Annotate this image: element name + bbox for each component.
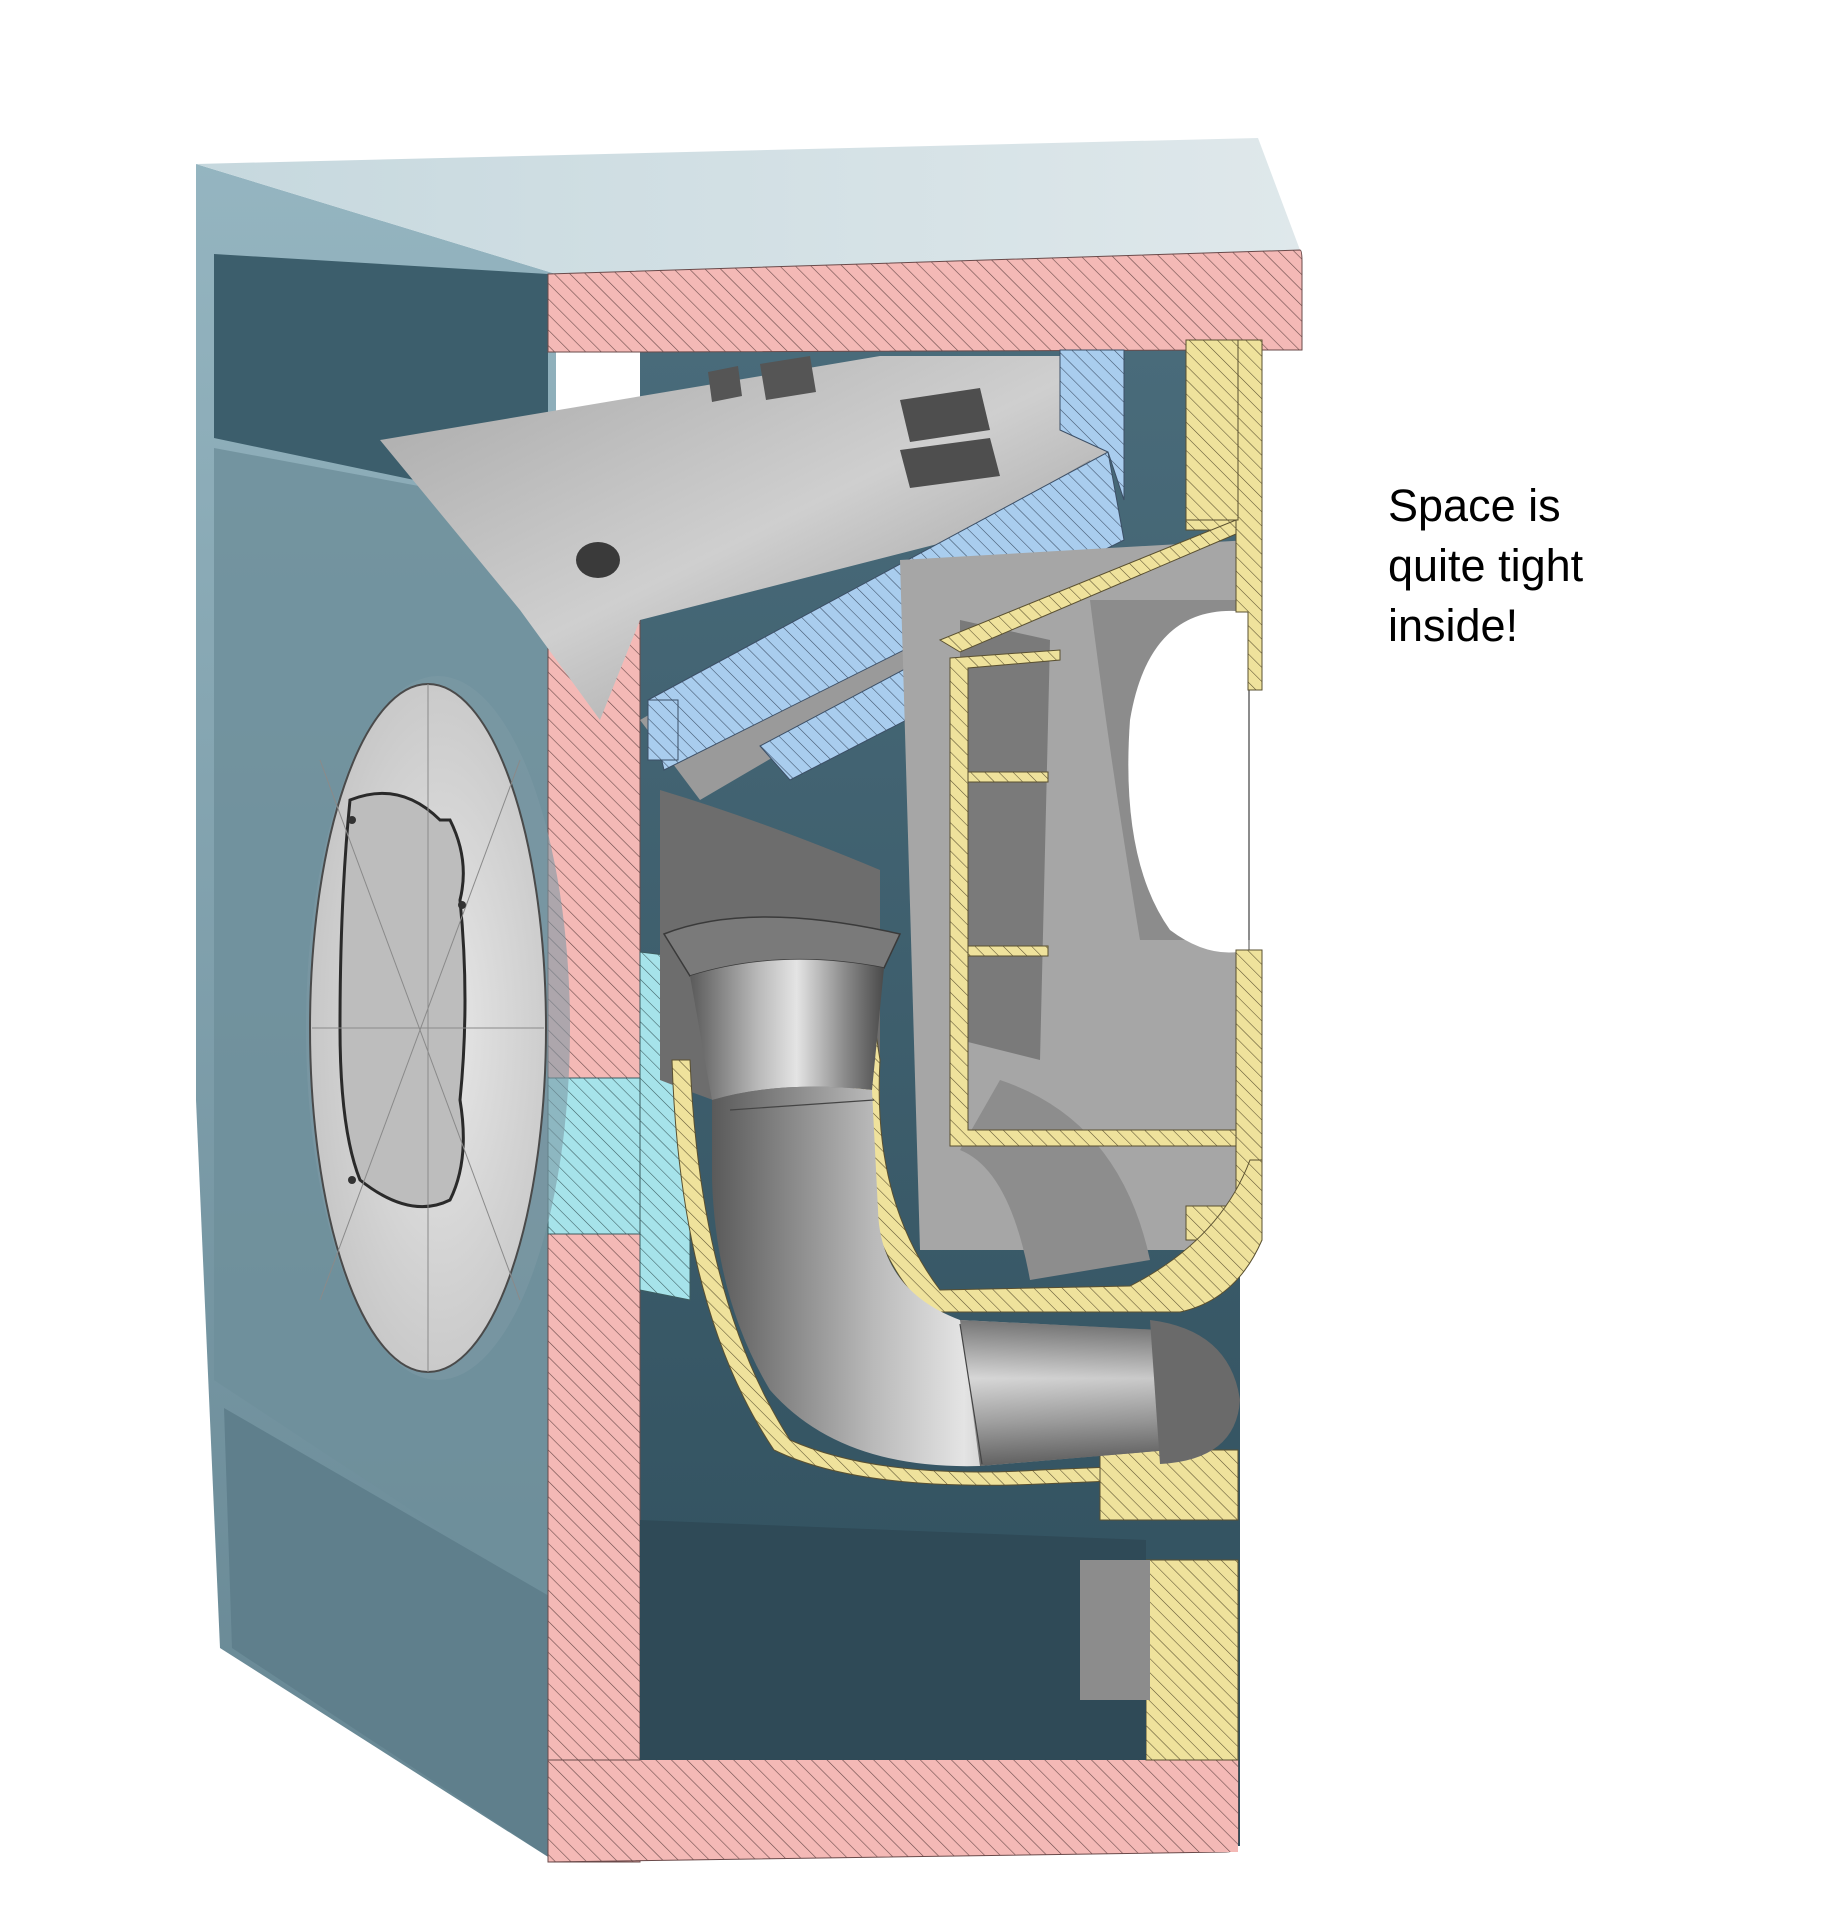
annotation-callout: Space is quite tight inside! [1388,480,1584,651]
enclosure-top-face [196,138,1300,274]
enclosure-section-walls [547,249,1303,1863]
internal-duct-section [671,339,1263,1761]
lower-cavity-floor [640,1520,1146,1760]
duct-mouth-opening [1128,610,1248,953]
lower-bracket [1080,1560,1150,1700]
port-tube-icon [662,916,902,1100]
speaker-driver-icon [306,676,570,1380]
horn-duct-icon [712,1086,1240,1467]
enclosure-bottom-face [224,1408,556,1862]
